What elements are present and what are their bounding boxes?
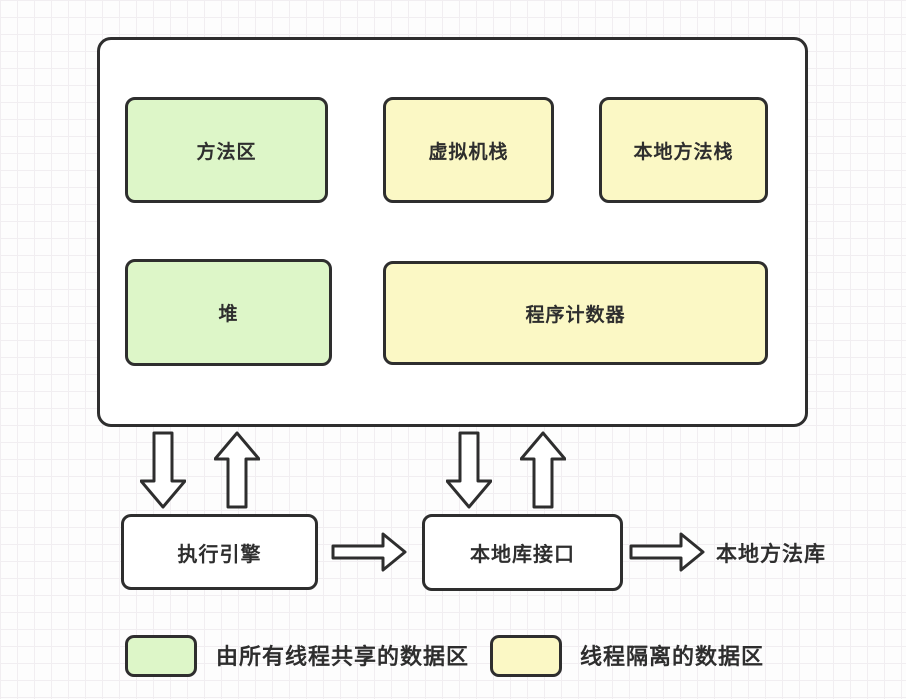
legend-label-shared: 由所有线程共享的数据区 (216, 644, 470, 669)
node-execution-engine: 执行引擎 (121, 514, 318, 590)
legend-swatch-shared (125, 635, 197, 677)
arrow-down-left-icon (140, 431, 186, 509)
arrow-up-left-icon (214, 431, 260, 509)
node-vm-stack: 虚拟机栈 (383, 97, 554, 203)
native-method-library-label: 本地方法库 (716, 543, 826, 566)
node-program-counter: 程序计数器 (383, 261, 768, 365)
node-method-area-label: 方法区 (196, 141, 257, 163)
node-heap-label: 堆 (218, 304, 239, 325)
arrow-right-engine-to-interface-icon (331, 532, 407, 572)
node-method-area: 方法区 (125, 97, 328, 203)
node-native-method-stack-label: 本地方法栈 (633, 141, 734, 163)
arrow-down-right-icon (446, 431, 492, 509)
node-heap: 堆 (125, 259, 332, 366)
arrow-up-right-icon (520, 431, 566, 509)
runtime-data-area-container (97, 37, 808, 427)
node-program-counter-label: 程序计数器 (525, 304, 626, 326)
node-native-interface: 本地库接口 (422, 514, 623, 591)
arrow-right-interface-to-library-icon (629, 532, 705, 572)
legend-label-isolated: 线程隔离的数据区 (580, 644, 765, 669)
node-execution-engine-label: 执行引擎 (177, 543, 262, 566)
legend-swatch-isolated (490, 635, 562, 677)
node-native-interface-label: 本地库接口 (470, 544, 575, 566)
node-vm-stack-label: 虚拟机栈 (428, 141, 509, 163)
node-native-method-stack: 本地方法栈 (599, 97, 768, 203)
